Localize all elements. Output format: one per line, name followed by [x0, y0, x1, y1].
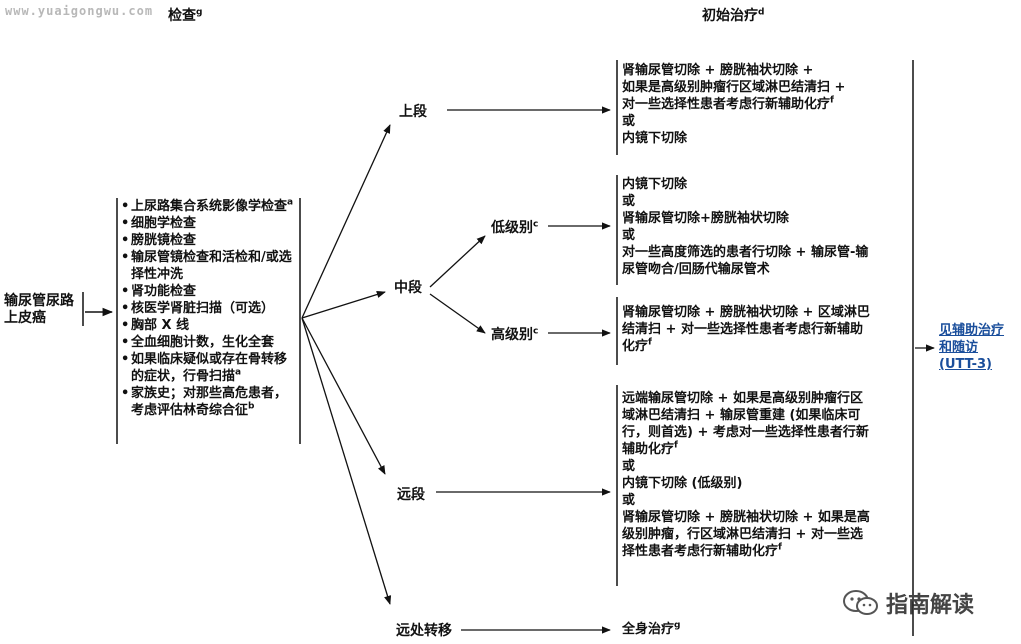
- exam-item-chest-xray: 胸部 X 线: [121, 317, 299, 334]
- exam-item-cystoscopy: 膀胱镜检查: [121, 232, 299, 249]
- treatment-low-grade: 内镜下切除 或 肾输尿管切除+膀胱袖状切除 或 对一些高度筛选的患者行切除 + …: [622, 177, 869, 277]
- stage-distal: 远段: [397, 487, 425, 503]
- wechat-icon: [843, 590, 878, 615]
- treatment-distal: 远端输尿管切除 + 如果是高级别肿瘤行区 域淋巴结清扫 + 输尿管重建 (如果临…: [622, 391, 870, 559]
- stage-middle: 中段: [394, 280, 422, 296]
- exam-item-cytology: 细胞学检查: [121, 215, 299, 232]
- exam-item-ureteroscopy: 输尿管镜检查和活检和/或选择性冲洗: [121, 249, 299, 283]
- exam-list: 上尿路集合系统影像学检查a 细胞学检查 膀胱镜检查 输尿管镜检查和活检和/或选择…: [121, 198, 299, 419]
- exam-item-family-history: 家族史；对那些高危患者，考虑评估林奇综合征b: [121, 385, 299, 419]
- treatment-high-grade: 肾输尿管切除 + 膀胱袖状切除 + 区域淋巴 结清扫 + 对一些选择性患者考虑行…: [622, 305, 870, 354]
- treatment-metastasis: 全身治疗g: [622, 620, 681, 637]
- exam-item-cbc: 全血细胞计数，生化全套: [121, 334, 299, 351]
- exam-item-imaging: 上尿路集合系统影像学检查a: [121, 198, 299, 215]
- stage-upper: 上段: [399, 104, 427, 120]
- watermark: www.yuaigongwu.com: [5, 4, 154, 18]
- grade-high: 高级别c: [491, 326, 539, 343]
- wechat-logo: 指南解读: [842, 587, 974, 619]
- exam-item-bone-scan: 如果临床疑似或存在骨转移的症状，行骨扫描a: [121, 351, 299, 385]
- treatment-upper: 肾输尿管切除 + 膀胱袖状切除 + 如果是高级别肿瘤行区域淋巴结清扫 + 对一些…: [622, 63, 846, 146]
- root-node: 输尿管尿路 上皮癌: [4, 293, 74, 326]
- logo-text: 指南解读: [886, 593, 975, 618]
- stage-metastasis: 远处转移: [396, 623, 452, 639]
- initial-treatment-header: 初始治疗d: [702, 7, 765, 24]
- exam-item-renal-scan: 核医学肾脏扫描（可选）: [121, 300, 299, 317]
- followup-link[interactable]: 见辅助治疗 和随访 (UTT-3): [939, 323, 1005, 372]
- exam-header: 检查g: [168, 7, 203, 24]
- exam-item-renal-function: 肾功能检查: [121, 283, 299, 300]
- grade-low: 低级别c: [491, 219, 539, 236]
